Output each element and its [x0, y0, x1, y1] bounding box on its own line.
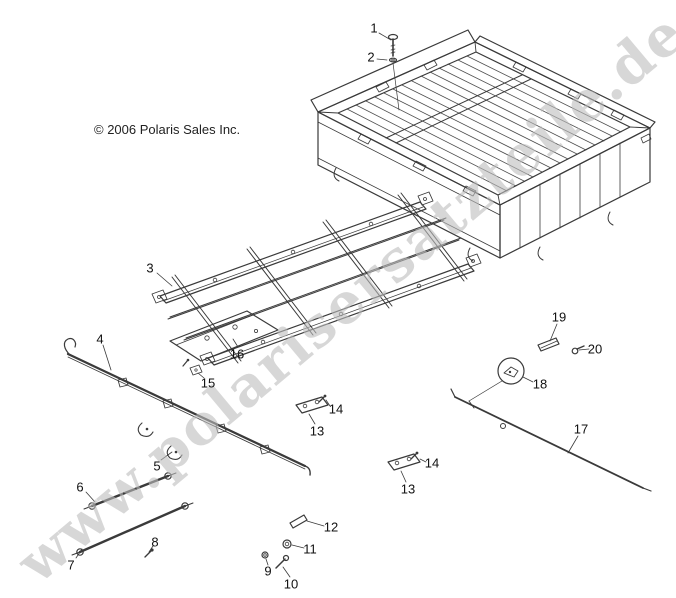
part-number-14: 14: [328, 401, 344, 417]
part-number-6: 6: [76, 479, 84, 495]
cargo-box-art: [310, 29, 656, 262]
part-number-13: 13: [309, 423, 325, 439]
mount-plate-art: [169, 310, 279, 362]
part-number-1: 1: [370, 20, 378, 36]
bracket-plates-art: [295, 394, 421, 471]
part-number-4: 4: [96, 331, 104, 347]
leader-lines: [75, 32, 590, 578]
part-number-7: 7: [67, 557, 75, 573]
part-number-9: 9: [264, 563, 272, 579]
part-number-3: 3: [146, 260, 154, 276]
part-number-16: 16: [229, 346, 245, 362]
spacer-bolt-art: [537, 337, 585, 355]
bed-floor-slats: [346, 55, 622, 192]
part-number-18: 18: [532, 376, 548, 392]
part-number-10: 10: [283, 576, 299, 592]
part-number-20: 20: [587, 341, 603, 357]
part-number-15: 15: [200, 375, 216, 391]
rim-tabs: [357, 59, 625, 197]
part-number-17: 17: [573, 421, 589, 437]
part-number-14: 14: [424, 455, 440, 471]
detail-circle-art: [468, 357, 525, 402]
bed-rail-bar-art: [63, 337, 311, 476]
bolt-and-washer-art: [387, 33, 400, 111]
part-number-8: 8: [151, 534, 159, 550]
tailgate-ribs: [519, 142, 621, 249]
rod-art: [450, 388, 652, 492]
part-number-19: 19: [551, 309, 567, 325]
part-number-5: 5: [153, 458, 161, 474]
part-number-13: 13: [400, 481, 416, 497]
copyright-text: © 2006 Polaris Sales Inc.: [94, 122, 241, 137]
part-number-12: 12: [323, 519, 339, 535]
part-number-11: 11: [303, 541, 317, 557]
mounting-frame-art: [151, 191, 482, 366]
strap-tubes-art: [71, 472, 194, 558]
part-number-2: 2: [367, 49, 375, 65]
small-hardware-art: [261, 514, 308, 569]
